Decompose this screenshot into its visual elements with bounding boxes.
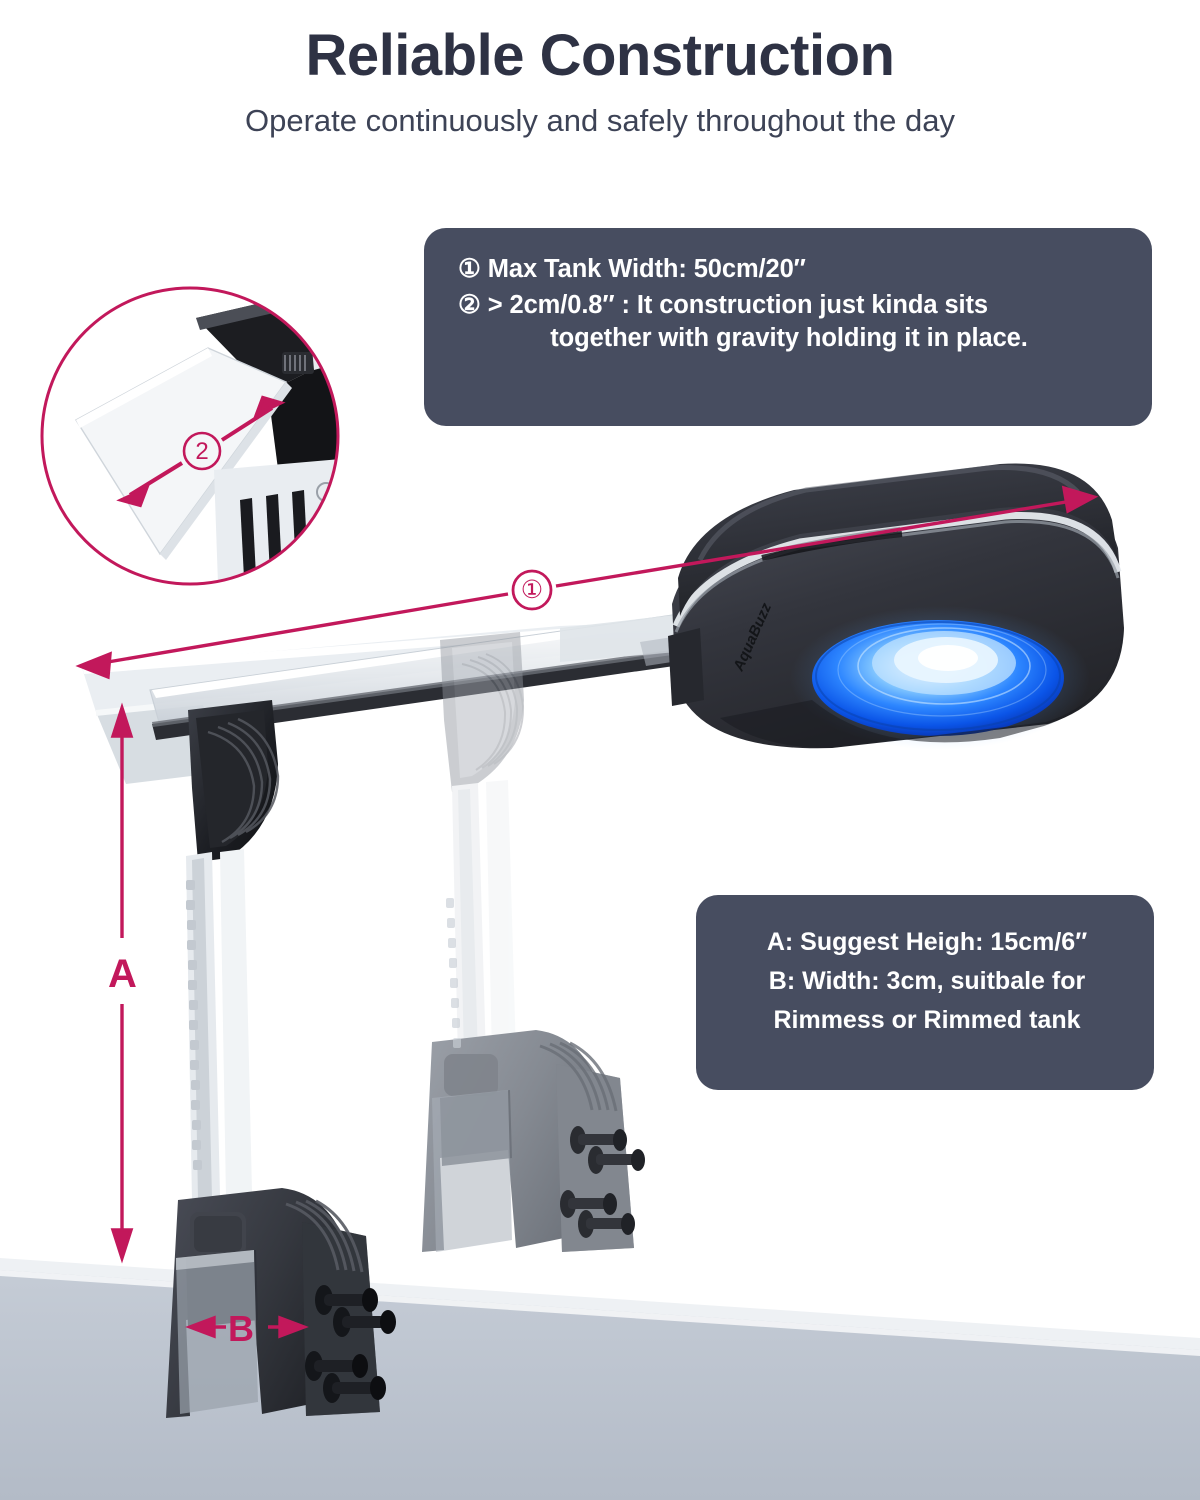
- page-subtitle: Operate continuously and safely througho…: [244, 102, 956, 138]
- lamp-head: AquaBuzz: [668, 463, 1124, 750]
- spec-line-width: B: Width: 3cm, suitbale for: [768, 966, 1086, 995]
- spec-panel-bottom: A: Suggest Heigh: 15cm/6″ B: Width: 3cm,…: [696, 895, 1154, 1090]
- detail-inset: 2: [40, 286, 340, 586]
- page-title: Reliable Construction: [305, 23, 895, 88]
- rear-post-ghost: [446, 898, 461, 1048]
- spec-line-tank-type: Rimmess or Rimmed tank: [773, 1005, 1081, 1034]
- dimension-arrow-b: [185, 1315, 309, 1339]
- clamp-front: [166, 1188, 396, 1418]
- spec-line-thickness-cont: together with gravity holding it in plac…: [550, 324, 1028, 353]
- callout-one-circle: [511, 569, 553, 611]
- dimension-arrow-a: [110, 702, 134, 1264]
- spec-line-thickness: ② > 2cm/0.8″ : It construction just kind…: [458, 290, 988, 319]
- header: Reliable Construction Operate continuous…: [0, 0, 1200, 139]
- front-bracket: [186, 700, 280, 1202]
- chain-texture: [186, 880, 202, 1170]
- dimension-arrow-one: [75, 485, 1099, 680]
- rear-bracket-ghost: [440, 632, 525, 1062]
- dimension-label-b: B: [228, 1308, 254, 1349]
- dimension-label-a: A: [108, 952, 137, 996]
- callout-one-label: ①: [521, 576, 543, 604]
- spec-line-max-tank-width: ① Max Tank Width: 50cm/20″: [458, 255, 806, 283]
- thumbscrew-set-ghost: [560, 1126, 645, 1238]
- thumbscrew-set-front: [305, 1285, 396, 1403]
- svg-text:2: 2: [195, 438, 208, 465]
- clamp-ghost: [422, 1030, 645, 1252]
- spec-panel-top: ① Max Tank Width: 50cm/20″ ② > 2cm/0.8″ …: [424, 228, 1152, 426]
- spec-line-suggest-height: A: Suggest Heigh: 15cm/6″: [766, 928, 1088, 956]
